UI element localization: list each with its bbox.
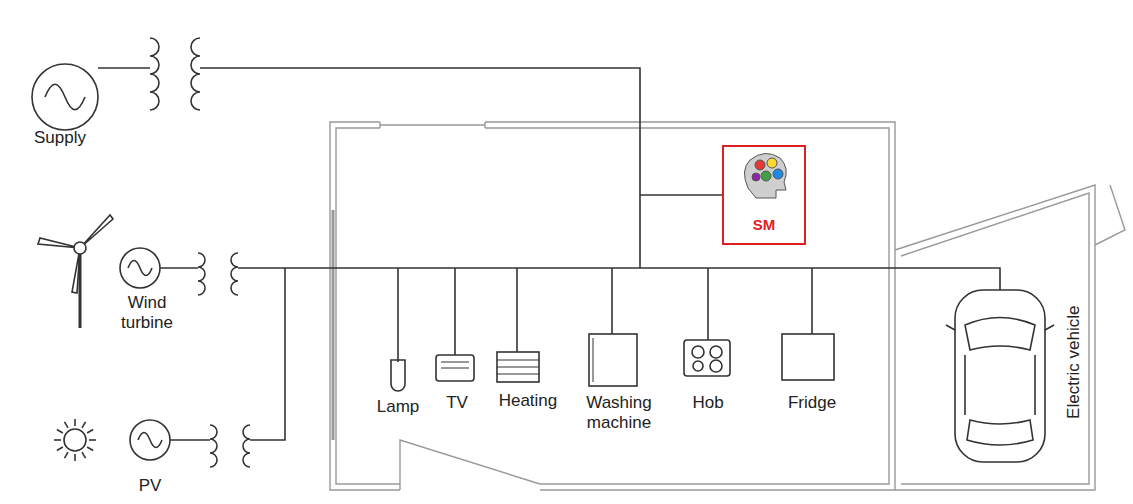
smart-meter-box: SM [722, 145, 806, 245]
component-label: Wind turbine [107, 293, 187, 334]
supply-generator [32, 38, 722, 268]
component-label: Fridge [788, 393, 836, 413]
component-label: TV [446, 393, 468, 413]
component-label: Hob [692, 393, 723, 413]
component-label: Washing machine [569, 393, 669, 434]
electric-vehicle [946, 290, 1054, 462]
component-label: PV [139, 476, 162, 496]
node-label: SM [724, 216, 804, 233]
house-walls [330, 122, 1125, 490]
pv-source [54, 268, 285, 467]
component-label: Heating [499, 391, 558, 411]
appliances [391, 268, 834, 391]
component-label: Supply [34, 128, 86, 148]
component-label: Lamp [377, 397, 420, 417]
wind-turbine [38, 215, 1000, 328]
vehicle-label: Electric vehicle [1065, 305, 1085, 418]
smart-meter-icon [744, 153, 786, 198]
